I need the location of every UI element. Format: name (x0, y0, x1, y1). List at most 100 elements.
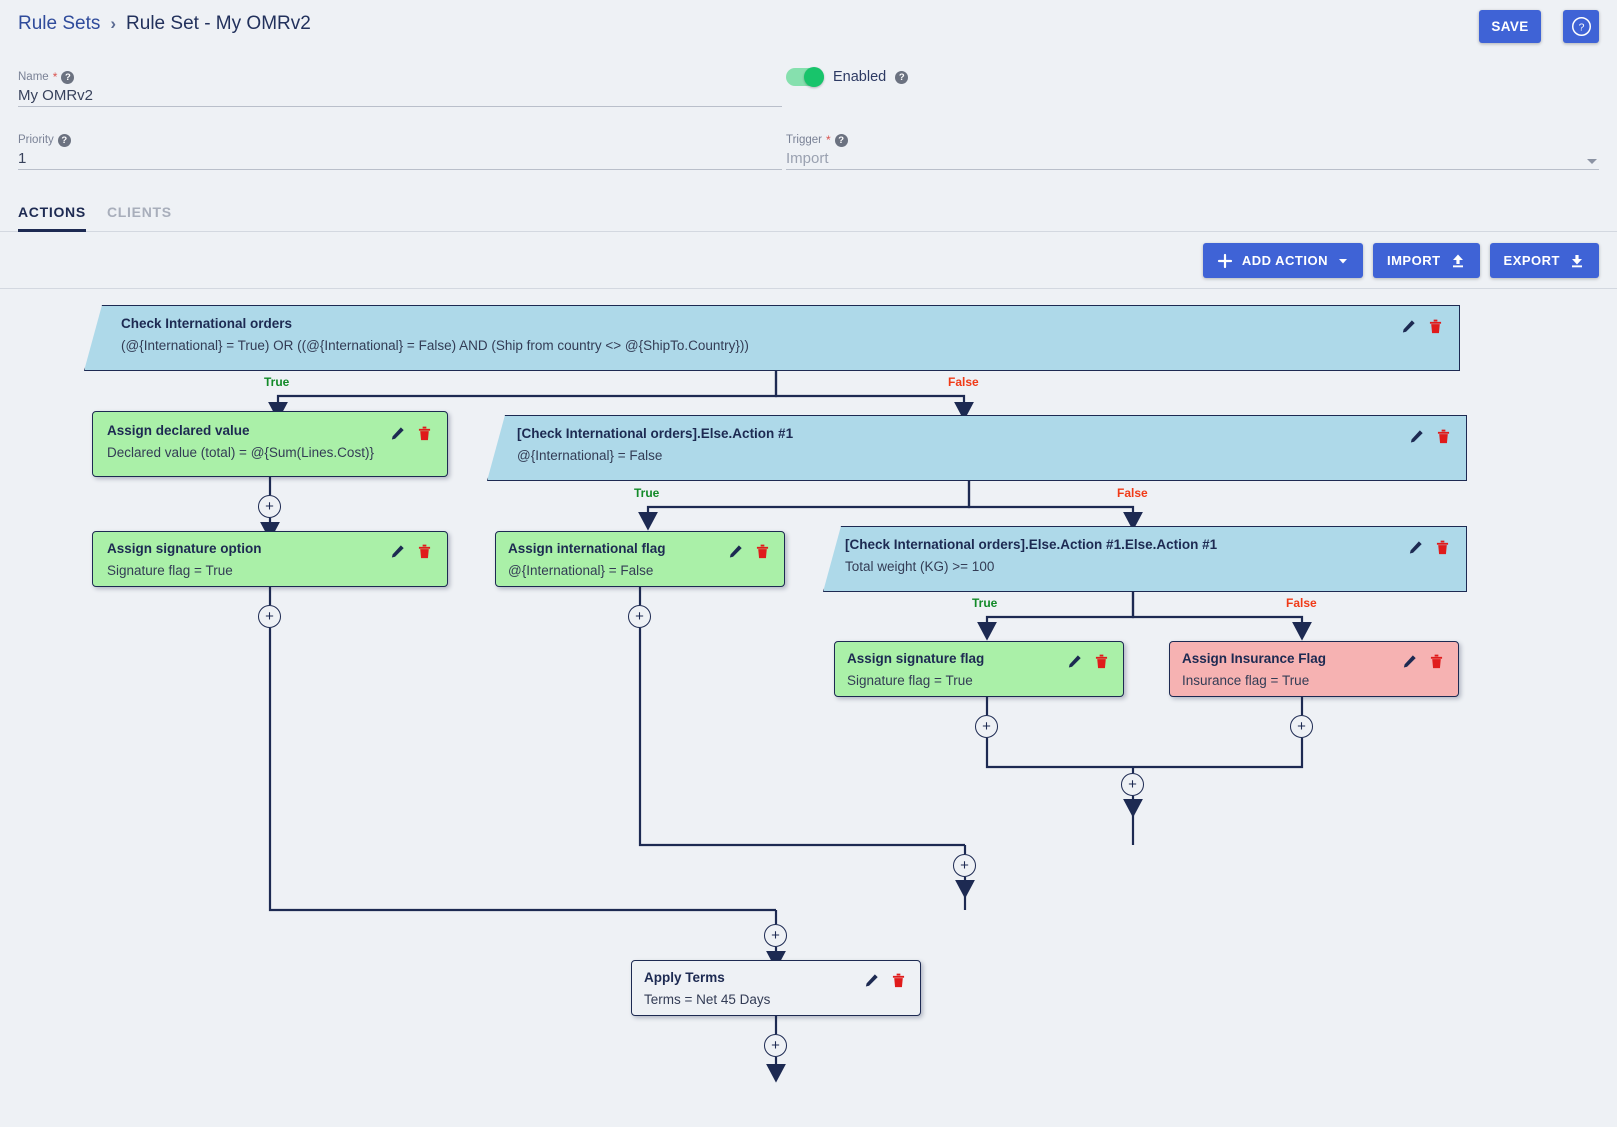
toggle-knob (804, 67, 824, 87)
node-title: Assign signature option (107, 541, 262, 556)
node-detail: Terms = Net 45 Days (644, 992, 771, 1007)
trigger-label: Trigger * ? (786, 133, 1599, 147)
node-detail: Signature flag = True (107, 563, 233, 578)
svg-text:?: ? (1578, 22, 1584, 34)
branch-label-false-2: False (1117, 486, 1148, 500)
upload-icon (1452, 254, 1463, 267)
node-actions (390, 544, 431, 559)
branch-label-false-1: False (948, 375, 979, 389)
edit-pencil-icon[interactable] (1409, 429, 1424, 444)
add-step-button[interactable]: + (628, 605, 651, 628)
flow-node-else-action-1[interactable]: [Check International orders].Else.Action… (487, 415, 1467, 481)
delete-trash-icon[interactable] (756, 544, 769, 559)
edit-pencil-icon[interactable] (864, 973, 879, 988)
priority-input[interactable]: 1 (18, 150, 27, 167)
add-step-button[interactable]: + (1290, 715, 1313, 738)
enabled-help-icon[interactable]: ? (895, 70, 909, 84)
add-step-button[interactable]: + (258, 495, 281, 518)
trigger-underline (786, 169, 1599, 170)
enabled-toggle[interactable] (786, 67, 824, 87)
node-detail: (@{International} = True) OR ((@{Interna… (121, 338, 749, 353)
priority-field-group: Priority ? 1 (18, 133, 782, 170)
node-detail: @{International} = False (517, 448, 663, 463)
node-actions (1401, 319, 1442, 334)
flow-node-apply-terms[interactable]: Apply Terms Terms = Net 45 Days (631, 960, 921, 1016)
flow-node-assign-signature-option[interactable]: Assign signature option Signature flag =… (92, 531, 448, 587)
flowchart-canvas: Check International orders (@{Internatio… (0, 289, 1617, 1127)
trigger-help-icon[interactable]: ? (834, 133, 848, 147)
name-label-text: Name (18, 71, 49, 83)
edit-pencil-icon[interactable] (390, 426, 405, 441)
node-title: Assign international flag (508, 541, 666, 556)
add-step-button[interactable]: + (953, 854, 976, 877)
flow-node-assign-declared-value[interactable]: Assign declared value Declared value (to… (92, 411, 448, 477)
priority-underline (18, 169, 782, 170)
import-button[interactable]: IMPORT (1372, 243, 1480, 278)
flow-node-assign-international-flag[interactable]: Assign international flag @{Internationa… (495, 531, 785, 587)
node-title: Assign declared value (107, 423, 250, 438)
toolbar-divider (0, 288, 1617, 289)
delete-trash-icon[interactable] (418, 544, 431, 559)
node-shape-parallelogram (84, 305, 1460, 371)
breadcrumb-separator-icon: › (110, 14, 117, 33)
node-title: [Check International orders].Else.Action… (845, 537, 1218, 552)
add-step-button[interactable]: + (764, 924, 787, 947)
node-detail: Declared value (total) = @{Sum(Lines.Cos… (107, 445, 374, 460)
name-help-icon[interactable]: ? (61, 70, 75, 84)
delete-trash-icon[interactable] (1437, 429, 1450, 444)
trigger-required-marker: * (826, 133, 831, 147)
node-actions (1409, 429, 1450, 444)
add-action-label: ADD ACTION (1241, 253, 1328, 268)
tab-actions[interactable]: ACTIONS (18, 196, 86, 232)
priority-help-icon[interactable]: ? (57, 133, 71, 147)
edit-pencil-icon[interactable] (390, 544, 405, 559)
edit-pencil-icon[interactable] (1408, 540, 1423, 555)
priority-label: Priority ? (18, 133, 782, 147)
edit-pencil-icon[interactable] (1401, 319, 1416, 334)
chevron-down-icon (1338, 258, 1347, 263)
add-step-button[interactable]: + (764, 1034, 787, 1057)
flow-node-assign-insurance-flag[interactable]: Assign Insurance Flag Insurance flag = T… (1169, 641, 1459, 697)
add-step-button[interactable]: + (1121, 773, 1144, 796)
node-actions (864, 973, 905, 988)
node-title: Assign Insurance Flag (1182, 651, 1327, 666)
trigger-select-value[interactable]: Import (786, 150, 829, 167)
node-title: Check International orders (121, 316, 293, 331)
name-field-group: Name * ? My OMRv2 (18, 70, 782, 107)
delete-trash-icon[interactable] (1429, 319, 1442, 334)
add-action-button[interactable]: ADD ACTION (1202, 243, 1363, 278)
name-label: Name * ? (18, 70, 782, 84)
chevron-down-icon[interactable] (1587, 159, 1597, 164)
flow-node-check-international-orders[interactable]: Check International orders (@{Internatio… (84, 305, 1460, 371)
name-input[interactable]: My OMRv2 (18, 87, 93, 104)
edit-pencil-icon[interactable] (1067, 654, 1082, 669)
node-actions (1067, 654, 1108, 669)
add-step-button[interactable]: + (975, 715, 998, 738)
delete-trash-icon[interactable] (418, 426, 431, 441)
add-step-button[interactable]: + (258, 605, 281, 628)
flow-node-assign-signature-flag[interactable]: Assign signature flag Signature flag = T… (834, 641, 1124, 697)
node-title: [Check International orders].Else.Action… (517, 426, 794, 441)
tab-bar: ACTIONS CLIENTS (0, 196, 1617, 232)
breadcrumb: Rule Sets › Rule Set - My OMRv2 (18, 13, 311, 35)
node-title: Apply Terms (644, 970, 725, 985)
delete-trash-icon[interactable] (892, 973, 905, 988)
enabled-label: Enabled (833, 69, 887, 85)
save-button[interactable]: SAVE (1479, 10, 1541, 43)
node-actions (728, 544, 769, 559)
delete-trash-icon[interactable] (1436, 540, 1449, 555)
edit-pencil-icon[interactable] (728, 544, 743, 559)
tab-clients[interactable]: CLIENTS (107, 204, 172, 220)
edit-pencil-icon[interactable] (1402, 654, 1417, 669)
delete-trash-icon[interactable] (1430, 654, 1443, 669)
node-actions (1408, 540, 1449, 555)
branch-label-true-1: True (264, 375, 290, 389)
delete-trash-icon[interactable] (1095, 654, 1108, 669)
export-button[interactable]: EXPORT (1489, 243, 1599, 278)
priority-label-text: Priority (18, 134, 54, 146)
help-circle-icon: ? (1571, 17, 1591, 36)
help-button[interactable]: ? (1563, 10, 1599, 43)
branch-label-true-3: True (972, 596, 998, 610)
flow-node-else-action-1-else-action-1[interactable]: [Check International orders].Else.Action… (823, 526, 1467, 592)
breadcrumb-rule-sets-link[interactable]: Rule Sets (18, 13, 101, 34)
